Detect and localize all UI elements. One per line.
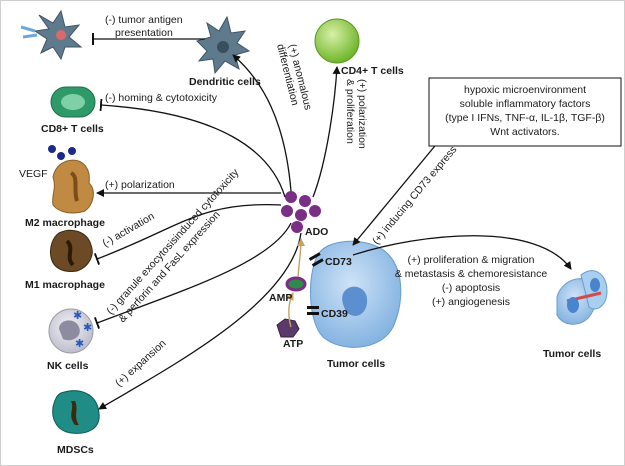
label-cd73: CD73 bbox=[325, 256, 352, 268]
label-m1-activation: (-) activation bbox=[101, 210, 157, 249]
label-nk-cells: NK cells bbox=[47, 360, 89, 372]
label-polarization-prolif-2: & proliferation bbox=[344, 79, 356, 144]
cd8-t-cell-icon bbox=[50, 86, 96, 118]
tumor-cells-cluster-icon bbox=[556, 270, 608, 325]
label-m1-macrophage: M1 macrophage bbox=[25, 279, 105, 291]
amp-molecule-icon bbox=[285, 276, 307, 292]
svg-text:✱: ✱ bbox=[75, 338, 84, 350]
small-dendritic-cell-icon bbox=[20, 9, 83, 61]
mdsc-icon bbox=[52, 390, 100, 434]
info-box-line-2: soluble inflammatory factors bbox=[460, 98, 591, 110]
label-tumor-effect-1: (+) proliferation & migration bbox=[408, 254, 535, 266]
label-ado: ADO bbox=[305, 226, 328, 238]
m1-macrophage-icon bbox=[50, 229, 93, 272]
label-homing: (-) homing & cytotoxicity bbox=[105, 92, 218, 104]
label-atp: ATP bbox=[283, 338, 303, 350]
label-m2-polarization: (+) polarization bbox=[105, 179, 175, 191]
label-mdscs: MDSCs bbox=[57, 444, 94, 456]
label-cd4-t-cells: CD4+ T cells bbox=[341, 65, 404, 77]
label-vegf: VEGF bbox=[19, 168, 48, 180]
label-amp: AMP bbox=[269, 292, 292, 304]
info-box-line-3: (type I IFNs, TNF-α, IL-1β, TGF-β) bbox=[445, 112, 605, 124]
atp-molecule-icon bbox=[276, 318, 300, 338]
label-cd39: CD39 bbox=[321, 308, 348, 320]
nk-cell-icon: ✱ ✱ ✱ bbox=[48, 308, 94, 354]
m2-macrophage-icon bbox=[52, 159, 94, 214]
info-box-line-1: hypoxic microenvironment bbox=[464, 84, 586, 96]
label-tumor-effect-4: (+) angiogenesis bbox=[432, 296, 510, 308]
label-m2-macrophage: M2 macrophage bbox=[25, 217, 105, 229]
dendritic-cell-icon bbox=[196, 15, 251, 75]
arrow-lines bbox=[92, 33, 572, 410]
label-tumor-effect-3: (-) apoptosis bbox=[442, 282, 500, 294]
conversion-arrows bbox=[286, 238, 305, 328]
label-inducing-cd73: (+) inducing CD73 express bbox=[370, 144, 459, 247]
label-dendritic-cells: Dendritic cells bbox=[189, 76, 261, 88]
vegf-dots-icon bbox=[48, 145, 76, 160]
svg-text:✱: ✱ bbox=[83, 322, 92, 334]
label-cd8-t-cells: CD8+ T cells bbox=[41, 123, 104, 135]
label-tumor-cells-center: Tumor cells bbox=[327, 358, 385, 370]
ado-molecule-cluster-icon bbox=[281, 191, 321, 233]
info-box-line-4: Wnt activators. bbox=[490, 126, 559, 138]
svg-text:✱: ✱ bbox=[73, 310, 82, 322]
cd73-receptor-icon bbox=[308, 252, 324, 267]
label-tumor-antigen-1: (-) tumor antigen bbox=[105, 14, 183, 26]
label-tumor-antigen-2: presentation bbox=[115, 27, 173, 39]
label-polarization-prolif-1: (+) polarization bbox=[356, 79, 368, 149]
cd39-receptor-icon bbox=[307, 306, 319, 315]
info-box bbox=[428, 77, 622, 147]
tumor-cell-icon bbox=[310, 240, 402, 348]
label-tumor-effect-2: & metastasis & chemoresistance bbox=[395, 268, 547, 280]
label-tumor-cells-right: Tumor cells bbox=[543, 348, 601, 360]
cd4-t-cell-icon bbox=[314, 18, 360, 64]
label-expansion: (+) expansion bbox=[113, 337, 169, 389]
